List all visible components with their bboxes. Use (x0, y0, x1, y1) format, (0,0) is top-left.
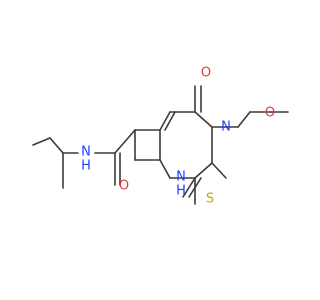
bond (114, 129, 136, 154)
molecule-canvas: O N H O N O N H S (32, 65, 289, 207)
atom-label-nitrogen: N (221, 120, 231, 135)
atom-label-nitrogen: N (176, 170, 186, 185)
atom-label-oxygen: O (201, 66, 211, 81)
bond (211, 162, 227, 179)
atom-label-oxygen: O (265, 106, 275, 121)
atom-label-sulfur: S (206, 192, 214, 207)
atom-label-nitrogen: N (81, 145, 91, 160)
bond (159, 111, 171, 131)
bond (164, 111, 176, 131)
bond (159, 159, 171, 179)
atom-label-oxygen: O (119, 179, 129, 194)
molecule-structure: O N H O N O N H S (32, 66, 289, 207)
bond (182, 177, 196, 198)
atom-label-hydrogen: H (176, 184, 186, 199)
bond (237, 111, 251, 128)
bond (49, 137, 64, 154)
bond (32, 137, 51, 146)
bond-layer (32, 85, 289, 205)
bond (194, 111, 213, 128)
atom-label-hydrogen: H (81, 159, 91, 174)
bond (194, 162, 213, 179)
